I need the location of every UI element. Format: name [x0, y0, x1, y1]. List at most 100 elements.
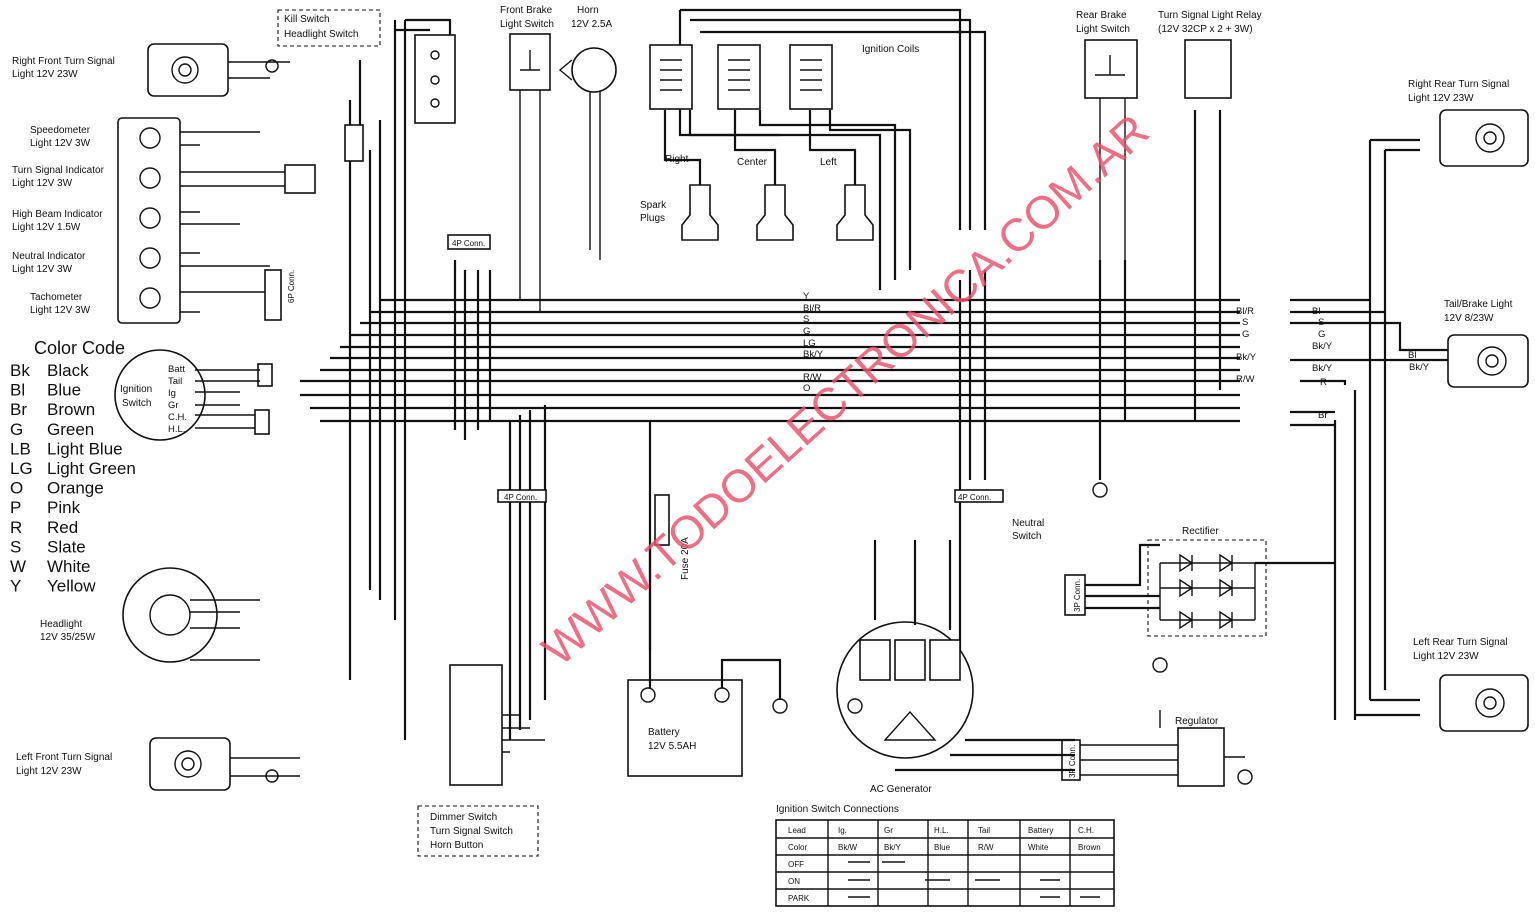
- label: Right Front Turn Signal: [12, 56, 115, 67]
- conn-label: 4P Conn.: [452, 239, 485, 248]
- rear-wire-label: Bl: [1408, 350, 1416, 361]
- color-code-abbr: Y: [10, 577, 21, 596]
- color-code-name: Black: [47, 361, 89, 380]
- label: Light 12V 3W: [12, 178, 73, 189]
- conn-label: 4P Conn.: [504, 493, 537, 502]
- bus-wire-label: Y: [803, 291, 810, 302]
- color-code-name: Pink: [47, 498, 81, 517]
- color-code-name: Yellow: [47, 577, 96, 596]
- fuse-label: Fuse 20A: [680, 537, 691, 580]
- table-row-label: OFF: [788, 860, 804, 869]
- color-code-name: Orange: [47, 479, 104, 498]
- rear-wire-label: G: [1318, 329, 1325, 340]
- conn-label: 6P Conn.: [287, 270, 296, 303]
- bus-wire-label: O: [803, 383, 810, 394]
- color-code-name: Green: [47, 420, 94, 439]
- label: Light 12V 23W: [1408, 93, 1474, 104]
- label: Light 12V 3W: [30, 138, 91, 149]
- label: (12V 32CP x 2 + 3W): [1158, 24, 1253, 35]
- label: Ignition: [120, 384, 152, 395]
- rear-wire-label: R: [1320, 377, 1327, 388]
- rear-wire-label: Bk/Y: [1409, 362, 1430, 373]
- table-row-label: ON: [788, 877, 800, 886]
- label: Headlight Switch: [284, 29, 358, 40]
- table-color-cell: Bk/W: [838, 843, 858, 852]
- ac-generator: AC Generator Neutral Switch: [836, 518, 1075, 795]
- conn-label: 3P Conn.: [1073, 579, 1082, 612]
- color-code-abbr: W: [10, 557, 26, 576]
- label: Switch: [1012, 531, 1041, 542]
- label: Left: [820, 157, 837, 168]
- rear-wire-label: Bk/Y: [1312, 363, 1333, 374]
- right-front-turn-signal: Right Front Turn Signal Light 12V 23W: [12, 43, 290, 97]
- label: Front Brake: [500, 5, 553, 16]
- label: Plugs: [640, 213, 665, 224]
- left-front-turn-signal: Left Front Turn Signal Light 12V 23W: [16, 737, 300, 791]
- table-color-cell: Brown: [1078, 843, 1101, 852]
- rectifier: Rectifier: [1085, 526, 1335, 637]
- ignition-terminal-label: Tail: [168, 376, 182, 387]
- label: Left Front Turn Signal: [16, 752, 112, 763]
- label: Battery: [648, 727, 680, 738]
- label: Horn: [577, 5, 599, 16]
- label: Light Switch: [1076, 24, 1130, 35]
- ignition-coils: Ignition Coils Right Center Left Spark P…: [640, 44, 919, 290]
- label: Light 12V 3W: [12, 264, 73, 275]
- ignition-terminal-label: Gr: [168, 400, 179, 411]
- table-header-cell: Gr: [884, 826, 893, 835]
- label: Light 12V 1.5W: [12, 222, 81, 233]
- color-code-abbr: R: [10, 518, 22, 537]
- color-code-abbr: LB: [10, 439, 31, 458]
- color-code-abbr: S: [10, 537, 21, 556]
- bus-wire-label: LG: [803, 338, 816, 349]
- color-code-abbr: Bl: [10, 381, 25, 400]
- ignition-terminal-label: H.L.: [168, 424, 185, 435]
- label: Regulator: [1175, 716, 1219, 727]
- rear-wire-label: Bl/R: [1236, 306, 1254, 317]
- label: Headlight: [40, 619, 82, 630]
- label: 12V 5.5AH: [648, 741, 696, 752]
- label: Light 12V 3W: [30, 305, 91, 316]
- label: Neutral: [1012, 518, 1044, 529]
- color-code-name: Slate: [47, 537, 86, 556]
- label: 12V 8/23W: [1444, 313, 1494, 324]
- color-code-name: Brown: [47, 400, 95, 419]
- regulator: Regulator: [772, 482, 1253, 787]
- label: Light 12V 23W: [16, 766, 82, 777]
- label: Horn Button: [430, 840, 483, 851]
- label: 12V 2.5A: [571, 19, 612, 30]
- table-header-cell: Tail: [978, 826, 990, 835]
- table-header-cell: C.H.: [1078, 826, 1094, 835]
- color-code-abbr: Br: [10, 400, 27, 419]
- label: Turn Signal Light Relay: [1158, 10, 1262, 21]
- color-code-abbr: LG: [10, 459, 33, 478]
- label: High Beam Indicator: [12, 209, 103, 220]
- color-code-name: Red: [47, 518, 78, 537]
- bus-wire-label: Bk/Y: [803, 349, 824, 360]
- table-color-cell: Blue: [934, 843, 951, 852]
- ignition-terminal-label: C.H.: [168, 412, 187, 423]
- label: Rectifier: [1182, 526, 1219, 537]
- table-header-cell: Ig.: [838, 826, 847, 835]
- table-color-cell: Bk/Y: [884, 843, 902, 852]
- left-rear-turn-signal: Left Rear Turn Signal Light 12V 23W: [1413, 637, 1529, 732]
- table-header-cell: Lead: [788, 826, 806, 835]
- label: AC Generator: [870, 784, 932, 795]
- bus-wire-label: R/W: [803, 372, 822, 383]
- table-title: Ignition Switch Connections: [776, 804, 899, 815]
- instrument-cluster: Speedometer Light 12V 3W Turn Signal Ind…: [12, 117, 290, 324]
- label: Rear Brake: [1076, 10, 1127, 21]
- rear-wire-label: G: [1242, 329, 1249, 340]
- color-code-abbr: Bk: [10, 361, 30, 380]
- fuse-battery: Fuse 20A Battery 12V 5.5AH: [627, 494, 782, 777]
- kill-switch: Kill Switch Headlight Switch: [277, 9, 456, 162]
- conn-label: 4P Conn.: [958, 493, 991, 502]
- label: Switch: [122, 398, 151, 409]
